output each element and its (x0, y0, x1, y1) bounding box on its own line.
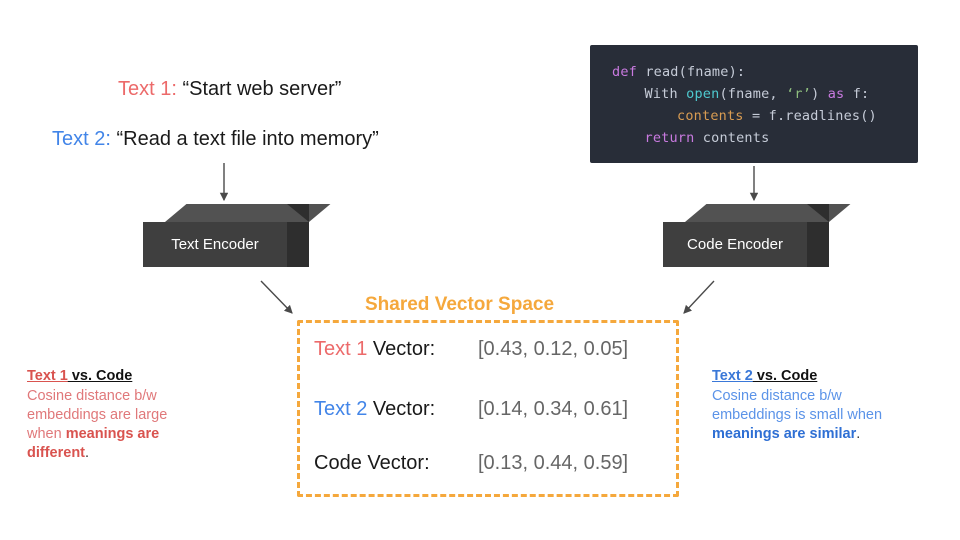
note-heading-rest: vs. Code (67, 368, 133, 384)
encoder-front-face: Text Encoder (143, 222, 287, 267)
note-text-1-vs-code: Text 1 vs. Code Cosine distance b/w embe… (27, 367, 199, 463)
note-heading-highlight: Text 1 (27, 368, 68, 384)
encoder-side-cap (287, 204, 309, 222)
text-2-label: Text 2: (52, 128, 111, 150)
vector-row-value: [0.14, 0.34, 0.61] (478, 398, 629, 420)
vector-row-prefix: Text 1 (314, 338, 368, 360)
shared-vector-space-title: Shared Vector Space (365, 294, 555, 315)
text-1-label: Text 1: (118, 78, 177, 100)
note-heading-rest: vs. Code (752, 368, 818, 384)
text-1-prompt: Text 1: “Start web server” (118, 78, 341, 101)
encoder-side-face (807, 222, 829, 267)
vector-row-text-2: Text 2 Vector:[0.14, 0.34, 0.61] (314, 398, 628, 421)
code-line-2: contents = f.readlines() (677, 108, 877, 124)
code-line-0: def read(fname): (612, 64, 746, 80)
note-body: Cosine distance b/w embeddings are large… (27, 388, 167, 461)
text-2-quote: “Read a text file into memory” (116, 128, 379, 150)
note-body: Cosine distance b/w embeddings is small … (712, 388, 882, 442)
vector-row-prefix: Text 2 (314, 398, 368, 420)
encoder-side-face (287, 222, 309, 267)
code-line-1: With open(fname, ‘r’) as f: (644, 86, 870, 102)
vector-row-name: Code Vector: (314, 452, 478, 475)
note-text-2-vs-code: Text 2 vs. Code Cosine distance b/w embe… (712, 367, 884, 444)
note-body-post: . (856, 426, 861, 442)
text-1-quote: “Start web server” (182, 78, 342, 100)
encoder-side-cap (807, 204, 829, 222)
note-heading-highlight: Text 2 (712, 368, 753, 384)
shared-vector-space-box (297, 320, 679, 497)
note-heading: Text 2 vs. Code (712, 367, 884, 386)
arrow-text-encoder-to-space (260, 280, 293, 314)
code-line-3: return contents (644, 130, 770, 146)
vector-row-value: [0.13, 0.44, 0.59] (478, 452, 629, 474)
vector-row-prefix: Code (314, 452, 362, 474)
vector-row-suffix: Vector: (367, 398, 436, 420)
vector-row-name: Text 2 Vector: (314, 398, 478, 421)
vector-row-suffix: Vector: (367, 338, 436, 360)
text-encoder-label: Text Encoder (171, 236, 259, 253)
text-encoder-box: Text Encoder (143, 204, 331, 267)
vector-row-value: [0.43, 0.12, 0.05] (478, 338, 629, 360)
note-body-pre: Cosine distance b/w embeddings are large… (27, 388, 168, 442)
note-body-pre: Cosine distance b/w embeddings is small … (712, 388, 883, 423)
encoder-front-face: Code Encoder (663, 222, 807, 267)
note-heading: Text 1 vs. Code (27, 367, 199, 386)
code-snippet-card: def read(fname): With open(fname, ‘r’) a… (590, 45, 918, 163)
note-body-post: . (85, 445, 90, 461)
code-encoder-box: Code Encoder (663, 204, 851, 267)
text-2-prompt: Text 2: “Read a text file into memory” (52, 128, 379, 151)
vector-row-code: Code Vector:[0.13, 0.44, 0.59] (314, 452, 628, 475)
vector-row-name: Text 1 Vector: (314, 338, 478, 361)
note-body-bold: meanings are similar (712, 426, 857, 442)
code-encoder-label: Code Encoder (687, 236, 783, 253)
vector-row-text-1: Text 1 Vector:[0.43, 0.12, 0.05] (314, 338, 628, 361)
note-body-bold: meanings are different (27, 426, 160, 461)
vector-row-suffix: Vector: (361, 452, 430, 474)
arrow-code-encoder-to-space (683, 280, 715, 314)
